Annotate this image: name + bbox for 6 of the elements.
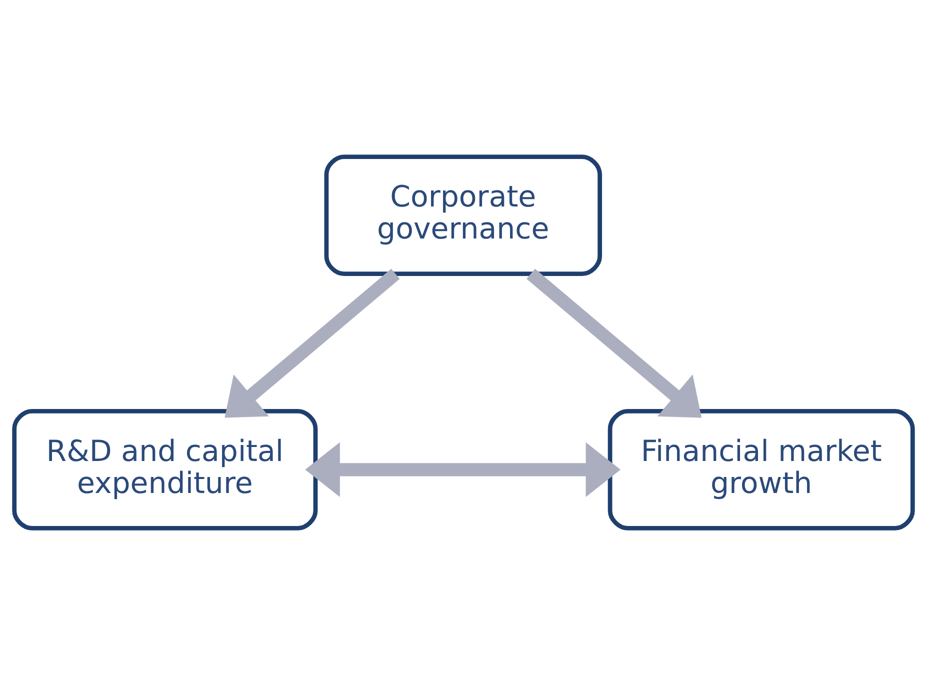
arrow	[224, 268, 400, 418]
node-box: Financial market growth	[608, 408, 915, 530]
node-box: Corporate governance	[324, 154, 602, 276]
arrow	[305, 442, 621, 497]
arrow	[526, 268, 702, 418]
node-box: R&D and capital expenditure	[12, 408, 318, 530]
